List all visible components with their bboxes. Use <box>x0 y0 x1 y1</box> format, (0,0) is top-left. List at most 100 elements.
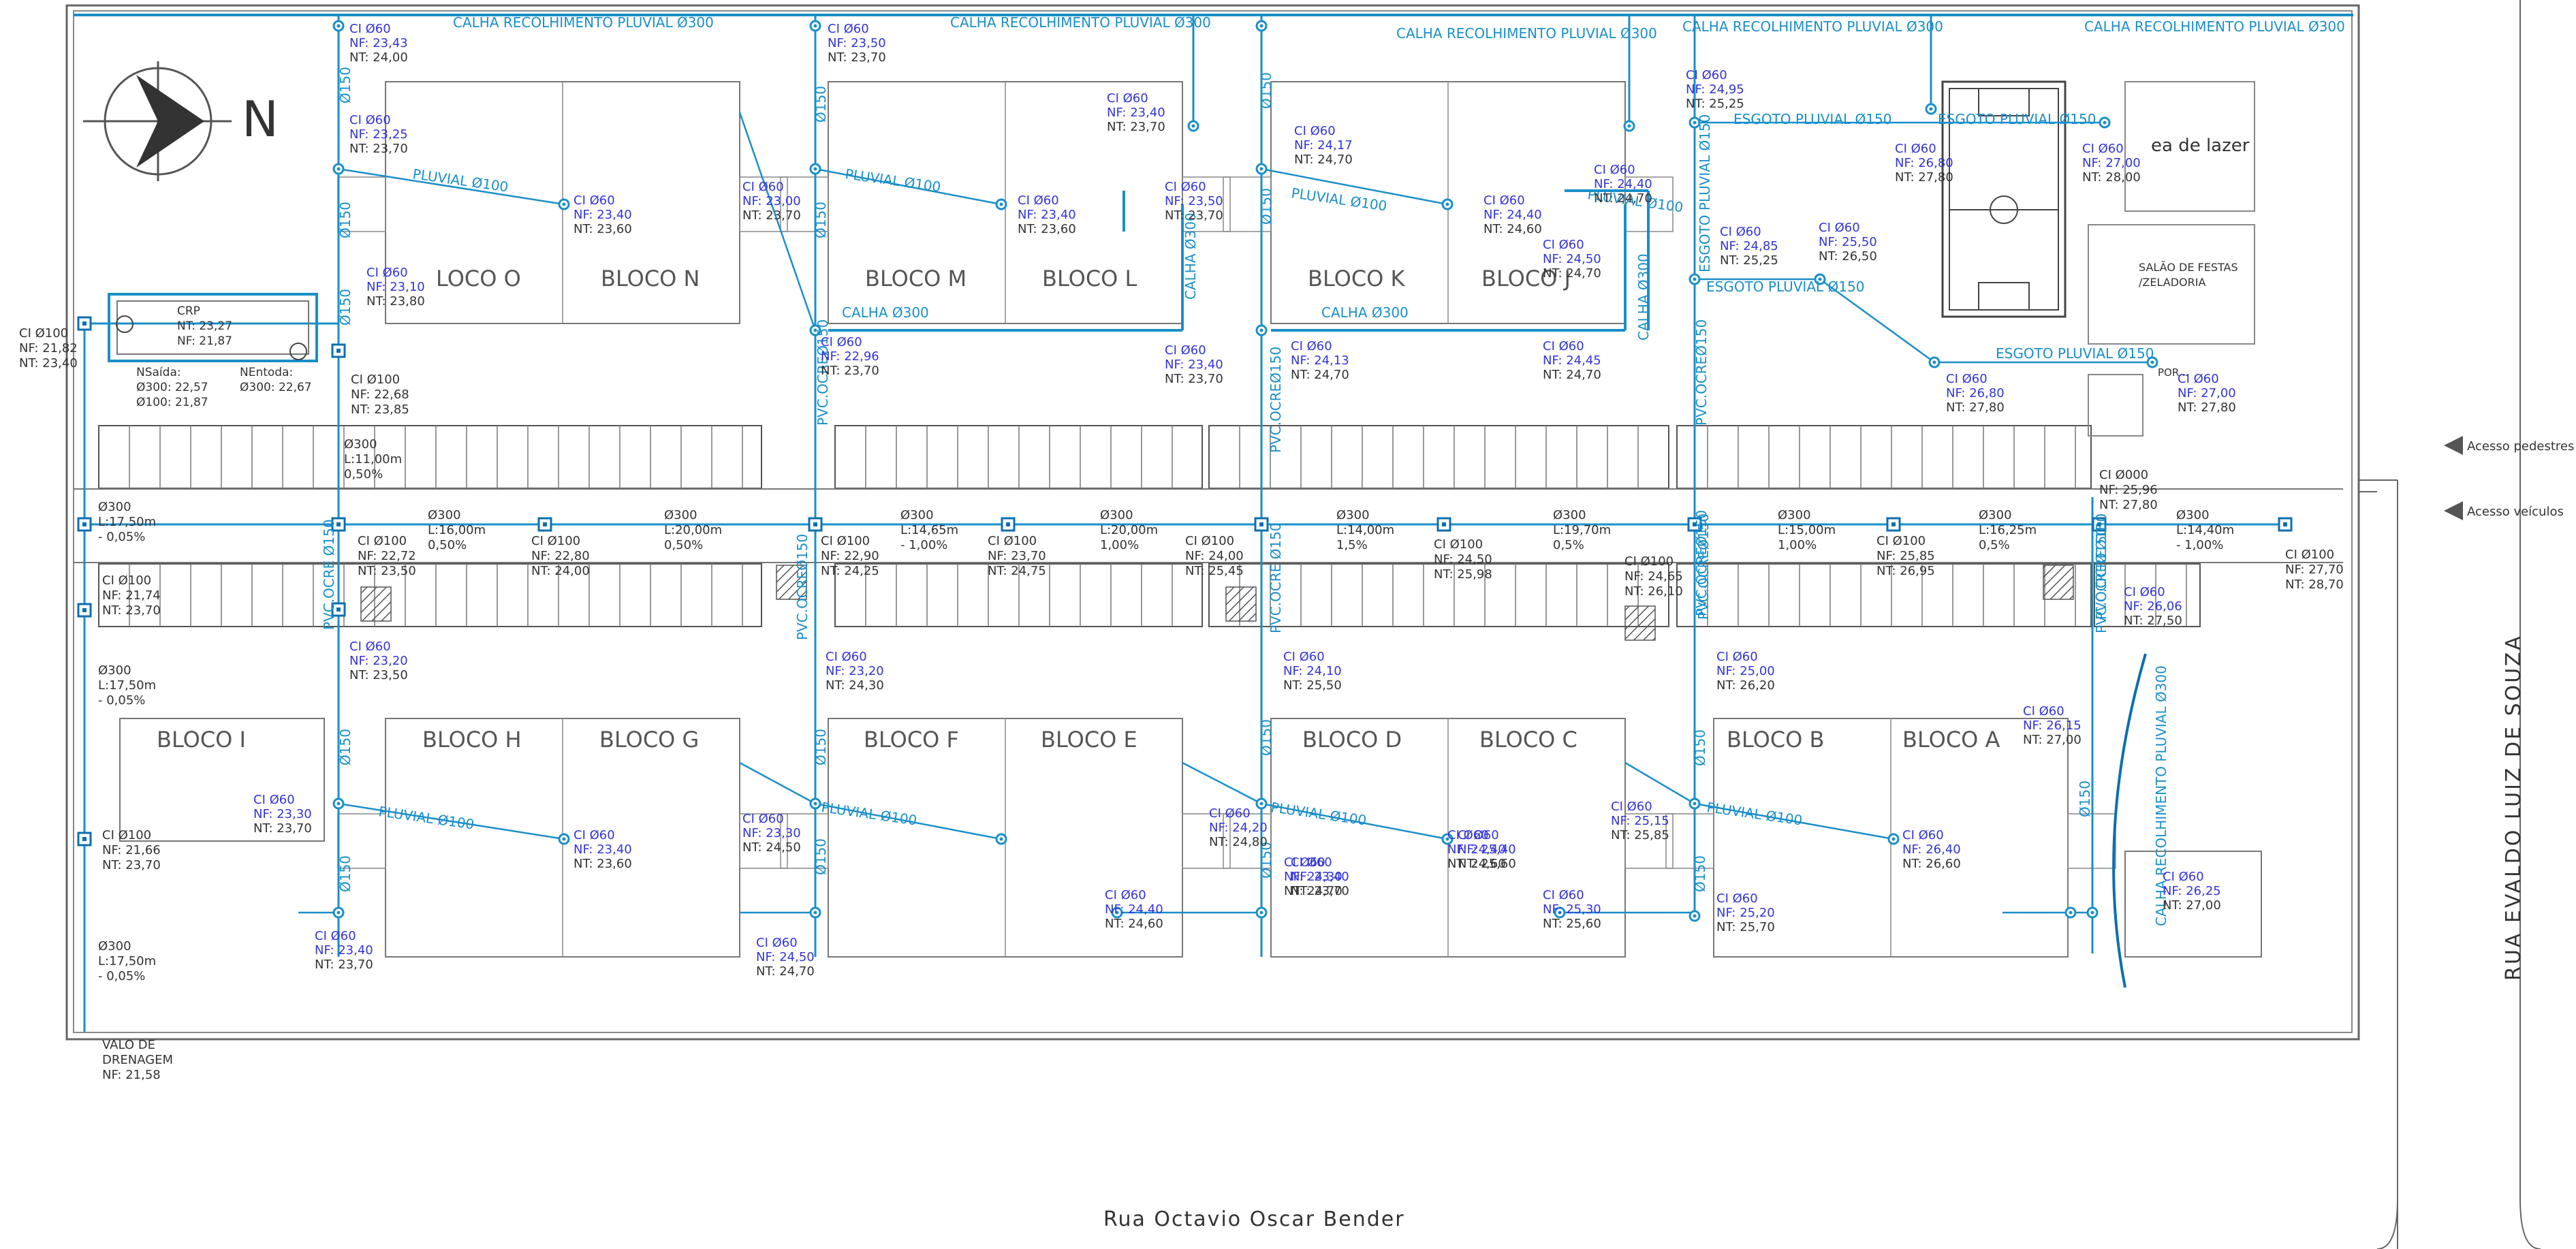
ci60-title-20: CI Ø60 <box>1819 221 1860 235</box>
ci60-title-2: CI Ø60 <box>349 113 391 127</box>
ci-node-dot-32 <box>1693 914 1697 918</box>
ci60-nf-44: NF: 26,15 <box>2023 718 2082 733</box>
ci-node-dot-28 <box>1259 802 1263 806</box>
salao-outline <box>2088 224 2255 345</box>
ci-node-dot-33 <box>1891 837 1896 841</box>
ci60-nt-41: NT: 25,60 <box>1543 917 1601 931</box>
segment-line-9-3: 1,00% <box>1778 538 1817 552</box>
ci60-nf-32: NF: 24,40 <box>1105 902 1163 917</box>
soccer-center-circle <box>1990 195 2018 224</box>
pluvial-100-top-2 <box>815 168 1002 206</box>
site-boundary <box>65 4 2360 1041</box>
ci60-title-3: CI Ø60 <box>574 193 615 208</box>
ci100-line-9-3: NT: 26,95 <box>1876 564 1935 578</box>
crp-outlet-circle <box>289 343 307 360</box>
pipe-label-11: PLUVIAL Ø100 <box>1270 799 1367 828</box>
pluvial-100-bot-2 <box>815 802 1002 840</box>
pluvial-diag-e <box>1182 761 1262 805</box>
pipe-label-49: PVC.OCREØ150 <box>2093 527 2109 633</box>
ci60-nt-37: NT: 24,70 <box>1284 884 1342 898</box>
pipe-label-20: ESGOTO PLUVIAL Ø150 <box>1706 279 1864 295</box>
ci100-line-10-2: NF: 27,70 <box>2285 563 2344 577</box>
ci60-title-31: CI Ø60 <box>742 812 784 826</box>
segment-line-5-2: L:14,65m <box>900 523 958 537</box>
ci60-nf-31: NF: 23,30 <box>742 826 801 840</box>
ci60-nf-46: NF: 24,50 <box>756 950 815 964</box>
ci60-nt-5: NT: 23,70 <box>828 50 886 65</box>
left-ci-nt: NT: 23,40 <box>19 356 78 370</box>
ci-node-dot-12 <box>1259 328 1263 332</box>
block-label-1: LOCO O <box>436 266 521 291</box>
ci-node-dot-29 <box>1259 911 1263 915</box>
ci60-nt-45: NT: 27,00 <box>2163 898 2221 913</box>
pipe-label-42: PVC.OCREØ150 <box>1268 347 1284 453</box>
pipe-label-48: PVC.OCREØ150 <box>1693 510 1710 616</box>
block-label-9: BLOCO G <box>599 727 699 753</box>
ci60-nf-10: NF: 23,50 <box>1165 194 1223 208</box>
ci60-nt-10: NT: 23,70 <box>1165 208 1223 223</box>
ci60-nf-39: NF: 25,00 <box>1716 664 1775 678</box>
ci-box-core-2 <box>336 349 341 353</box>
portaria-outline <box>2088 374 2143 437</box>
segment-line-1-3: 0,50% <box>344 467 383 481</box>
parking-strip-bottom-1 <box>98 563 762 627</box>
pipe-label-31: Ø150 <box>1258 188 1274 225</box>
segment-line-8-3: 0,5% <box>1553 538 1584 552</box>
segment-line-2-2: L:17,50m <box>98 515 156 529</box>
segment-line-5-3: - 1,00% <box>900 538 947 552</box>
ci-node-dot-36 <box>1115 911 1119 915</box>
building-on-stair-right <box>739 176 788 232</box>
block-label-8: BLOCO H <box>422 727 522 753</box>
ci60-title-15: CI Ø60 <box>1594 163 1635 177</box>
parking-strip-bottom-4 <box>1676 563 2092 627</box>
segment-line-12-1: Ø300 <box>98 663 131 678</box>
ci60-nf-40: NF: 25,15 <box>1611 814 1669 828</box>
ci60-nt-22: NT: 28,00 <box>2082 170 2141 185</box>
ci60-title-24: CI Ø60 <box>2178 372 2219 386</box>
pipe-label-47: PVC.OCREØ150 <box>2093 513 2109 620</box>
pipe-label-37: Ø150 <box>1258 842 1274 879</box>
soccer-field-outer <box>1941 80 2067 318</box>
ci60-nt-34: NT: 25,50 <box>1283 678 1342 693</box>
ci60-nt-4: NT: 23,80 <box>366 294 425 309</box>
ci-node-dot-16 <box>1693 277 1697 281</box>
segment-line-7-3: 1,5% <box>1336 538 1368 552</box>
ci-box-core-1 <box>82 321 87 326</box>
ci-box-core-10 <box>1693 522 1697 526</box>
ci60-title-6: CI Ø60 <box>742 180 784 194</box>
pipe-label-40: PVC.OCRE Ø150 <box>321 519 337 630</box>
ci-box-core-15 <box>82 837 87 841</box>
ci-node-dot-30 <box>1445 837 1449 841</box>
ci-node-dot-34 <box>2090 911 2094 915</box>
ci60-nf-21: NF: 26,80 <box>1895 156 1953 170</box>
pipe-label-27: Ø150 <box>337 289 354 326</box>
building-fe-stair-right <box>1182 813 1231 869</box>
salao-label-2: /ZELADORIA <box>2139 276 2205 289</box>
ci60-nt-19: NT: 25,25 <box>1720 253 1778 268</box>
ci-node-dot-24 <box>562 837 566 841</box>
block-label-11: BLOCO E <box>1041 727 1137 753</box>
facilities: ea de lazer SALÃO DE FESTAS /ZELADORIA P… <box>2139 136 2250 379</box>
block-label-14: BLOCO B <box>1727 727 1824 753</box>
valo-line-2: DRENAGEM <box>102 1053 173 1067</box>
block-label-13: BLOCO C <box>1479 727 1577 753</box>
ci100-line-13-3: NT: 27,80 <box>2099 498 2158 512</box>
ci100-line-8-1: CI Ø100 <box>1624 554 1674 569</box>
pipe-label-22: ESGOTO PLUVIAL Ø150 <box>1697 114 1713 272</box>
ci60-nt-44: NT: 27,00 <box>2023 733 2082 747</box>
ci60-nt-39: NT: 26,20 <box>1716 678 1775 693</box>
ci60-nf-28: NF: 23,40 <box>574 842 632 857</box>
pipe-label-4: CALHA RECOLHIMENTO PLUVIAL Ø300 <box>1682 18 1943 35</box>
ci60-nf-23: NF: 26,80 <box>1946 386 2005 400</box>
ci-box-core-6 <box>813 522 817 526</box>
segment-line-10-2: L:16,25m <box>1979 523 2037 537</box>
pipe-label-45: PVC.OCRE Ø150 <box>1268 522 1284 633</box>
building-kj-stair-left <box>1223 176 1272 232</box>
ci-box-core-14 <box>82 608 87 612</box>
pipe-label-9: PLUVIAL Ø100 <box>377 803 475 832</box>
ci60-nt-25: NT: 27,50 <box>2124 614 2182 628</box>
pipe-label-39: Ø150 <box>1692 855 1708 892</box>
ci60-nf-11: NF: 23,40 <box>1165 358 1223 372</box>
pluvial-diag-c <box>1624 761 1695 805</box>
